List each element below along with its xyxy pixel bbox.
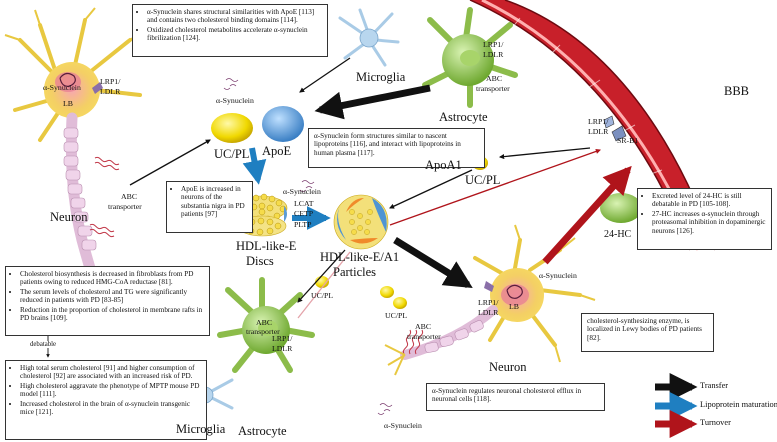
neuron-top-label: Neuron <box>50 210 88 224</box>
ldlr-neuron-bottom-label: LDLR <box>478 308 499 317</box>
legend-turnover-label: Turnover <box>700 418 731 427</box>
ucpl-left-label: UC/PL <box>214 147 250 161</box>
srb1-receptor <box>603 115 627 142</box>
box-mid-center-text: α-Synuclein form structures similar to n… <box>314 132 461 157</box>
abc-neuron-top-label-2: transporter <box>108 202 142 211</box>
asyn-neuron-bottom-label: α-Synuclein <box>539 271 577 280</box>
ldlr-neuron-top-label: LDLR <box>100 87 121 96</box>
apoe-particle <box>262 106 304 142</box>
box-right-hc-item-1: Excreted level of 24-HC is still debatab… <box>652 192 766 209</box>
microglia-bottom-label: Microglia <box>176 422 226 436</box>
box-efflux: α-Synuclein regulates neuronal cholester… <box>426 383 605 411</box>
hdl-ea1-label-line1: HDL-like-E/A1 <box>320 250 400 264</box>
asyn-neuron-top-label: α-Synuclein <box>43 83 81 92</box>
hdl-ea1-label-line2: Particles <box>333 265 377 279</box>
transfer-arrows <box>129 57 591 303</box>
microglia-top <box>338 8 400 67</box>
ucpl-mid1-label: UC/PL <box>311 291 334 300</box>
legend-transfer: Transfer <box>700 381 728 390</box>
abc-astro-top-label-1: ABC <box>486 74 503 83</box>
box-top-center: α-Synuclein shares structural similariti… <box>132 4 328 57</box>
astrocyte-bottom-label: Astrocyte <box>238 424 287 438</box>
ldlr-bbb-label: LDLR <box>588 127 609 136</box>
abc-neuron-top-label-1: ABC <box>121 192 138 201</box>
ucpl-left-particle <box>211 113 253 143</box>
maturation-arrows <box>242 147 331 230</box>
srb1-label: SR-B1 <box>617 136 639 145</box>
box-left-mid: Cholesterol biosynthesis is decreased in… <box>5 266 210 336</box>
apoe-label: ApoE <box>262 144 292 158</box>
axon-bottom-right <box>384 305 498 376</box>
box-top-center-item-2: Oxidized cholesterol metabolites acceler… <box>147 26 322 43</box>
abc-neuron-bottom-label-1: ABC <box>415 322 432 331</box>
microglia-top-label: Microglia <box>356 70 406 84</box>
hc24-label: 24-HC <box>604 229 632 240</box>
box-left-bottom: High total serum cholesterol [91] and hi… <box>5 360 207 440</box>
box-right-hc: Excreted level of 24-HC is still debatab… <box>637 188 772 250</box>
astrocyte-top <box>422 7 518 108</box>
box-efflux-text: α-Synuclein regulates neuronal cholester… <box>432 387 582 404</box>
lb-bottom-label: LB <box>509 302 519 311</box>
box-right-hc-item-2: 27-HC increases α-synuclein through prot… <box>652 210 766 235</box>
box-lewy-text: cholesterol-synthesizing enzyme, is loca… <box>587 317 702 342</box>
asyn-squiggles <box>223 78 393 415</box>
neuron-bottom-label: Neuron <box>489 360 527 374</box>
asyn-center-label: α-Synuclein <box>216 96 254 105</box>
legend-arrows <box>655 373 698 438</box>
asyn-bottom-label: α-Synuclein <box>384 421 422 430</box>
box-apoe-increase-item-1: ApoE is increased in neurons of the subs… <box>181 185 247 219</box>
astrocyte-top-label: Astrocyte <box>439 110 488 124</box>
abc-astro-top-label-2: transporter <box>476 84 510 93</box>
box-mid-center: α-Synuclein form structures similar to n… <box>308 128 485 168</box>
box-left-bottom-item-1: High total serum cholesterol [91] and hi… <box>20 364 201 381</box>
turnover-arrows <box>297 148 632 319</box>
cetp-label: CETP <box>294 209 314 218</box>
box-left-bottom-item-2: High cholesterol aggravate the phenotype… <box>20 382 201 399</box>
ldlr-astro-top-label: LDLR <box>483 50 504 59</box>
lrp1-neuron-bottom-label: LRP1/ <box>478 298 499 307</box>
box-left-mid-item-2: The serum levels of cholesterol and TG w… <box>20 288 204 305</box>
asyn-hdl-label: α-Synuclein <box>283 187 321 196</box>
ucpl-right-label: UC/PL <box>465 173 501 187</box>
apoa1-label: ApoA1 <box>425 158 462 172</box>
debatable-label: debatable <box>30 341 57 348</box>
ldlr-astro-bottom-label: LDLR <box>272 344 293 353</box>
bbb-label: BBB <box>724 84 750 98</box>
lrp1-bbb-label: LRP1/ <box>588 117 609 126</box>
legend-maturation: Lipoprotein maturation <box>700 400 777 409</box>
lcat-label: LCAT <box>294 199 314 208</box>
legend-transfer-label: Transfer <box>700 381 729 390</box>
abc-neuron-bottom-label-2: transporter <box>407 332 441 341</box>
neuron-bottom-right <box>473 224 596 363</box>
lrp1-astro-bottom-label: LRP1/ <box>272 334 293 343</box>
ucpl-small-particles <box>315 276 407 309</box>
lrp1-neuron-top-label: LRP1/ <box>100 77 121 86</box>
abc-astro-bottom-label-1: ABC <box>256 318 273 327</box>
legend-turnover: Turnover <box>700 418 731 427</box>
astrocyte-bottom <box>217 277 315 373</box>
hdl-e-label-line2: Discs <box>246 254 274 268</box>
box-apoe-increase: ApoE is increased in neurons of the subs… <box>166 181 253 233</box>
box-left-mid-item-1: Cholesterol biosynthesis is decreased in… <box>20 270 204 287</box>
hdl-ea1-particles <box>333 194 389 250</box>
pltp-label: PLTP <box>294 220 312 229</box>
lb-top-label: LB <box>63 99 73 108</box>
box-lewy: cholesterol-synthesizing enzyme, is loca… <box>581 313 714 352</box>
legend-maturation-label: Lipoprotein maturation <box>700 400 777 409</box>
lrp1-astro-top-label: LRP1/ <box>483 40 504 49</box>
abc-astro-bottom-label-2: transporter <box>246 327 280 336</box>
box-left-mid-item-3: Reduction in the proportion of cholester… <box>20 306 204 323</box>
hc24-particle <box>600 193 642 223</box>
hdl-e-label-line1: HDL-like-E <box>236 239 297 253</box>
ucpl-mid2-label: UC/PL <box>385 311 408 320</box>
box-left-bottom-item-3: Increased cholesterol in the brain of α-… <box>20 400 201 417</box>
box-top-center-item-1: α-Synuclein shares structural similariti… <box>147 8 322 25</box>
